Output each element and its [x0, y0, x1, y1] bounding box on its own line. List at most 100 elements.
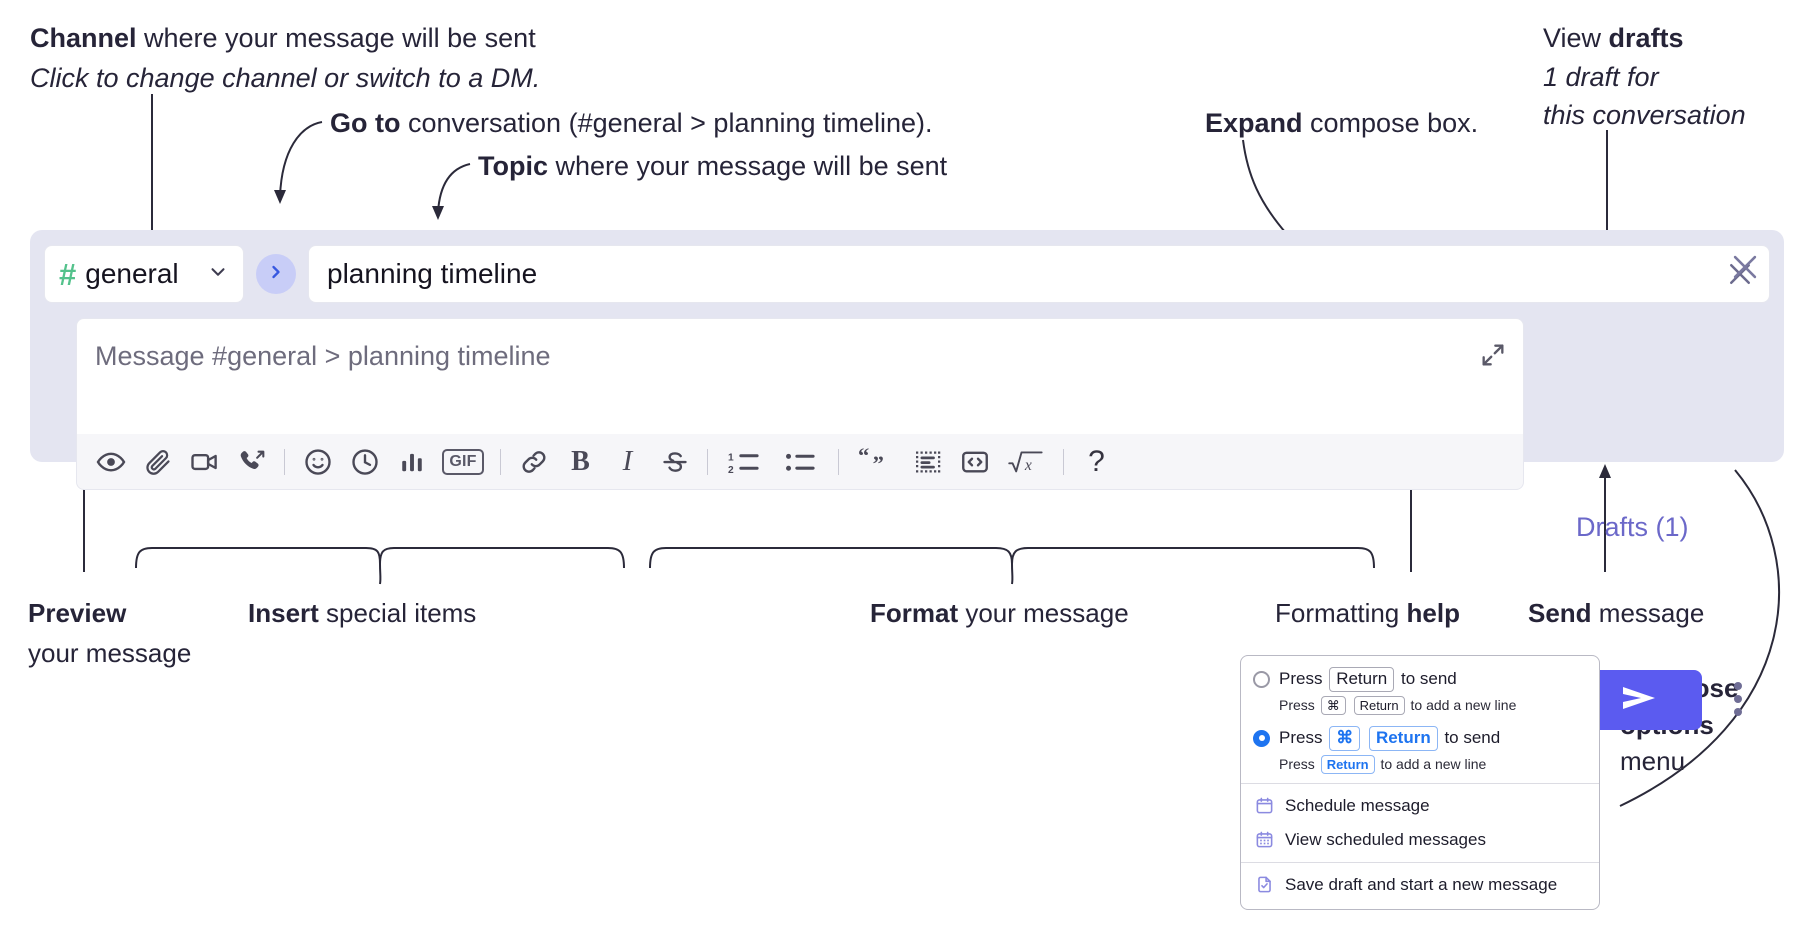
hash-icon: #: [59, 256, 77, 292]
svg-text:1: 1: [728, 452, 734, 463]
toolbar-divider: [1063, 448, 1064, 475]
to-send-word: to send: [1444, 727, 1501, 747]
compose-options-menu: Press Return to send Press ⌘ Return to a…: [1240, 655, 1600, 910]
calendar-grid-icon: [1255, 830, 1274, 849]
chevron-down-icon: [207, 261, 229, 288]
svg-text:x: x: [1024, 456, 1032, 473]
annotation-channel-rest: where your message will be sent: [136, 23, 536, 53]
kebab-dot: [1734, 682, 1742, 690]
annotation-format-rest: your message: [958, 598, 1129, 628]
menu-item-view-scheduled-messages[interactable]: View scheduled messages: [1241, 823, 1599, 857]
expand-icon[interactable]: [1479, 341, 1507, 374]
help-question-label: ?: [1088, 444, 1105, 478]
annotation-drafts-sub2: this conversation: [1543, 99, 1746, 130]
inline-code-icon[interactable]: [951, 440, 998, 484]
annotation-help-bold: help: [1406, 598, 1460, 628]
italic-icon[interactable]: I: [622, 445, 633, 477]
code-block-icon[interactable]: [904, 440, 951, 484]
menu-radio-option-return[interactable]: Press Return to send: [1253, 666, 1587, 692]
annotation-drafts-sub1: 1 draft for: [1543, 61, 1659, 92]
topic-input[interactable]: planning timeline: [308, 245, 1770, 303]
math-icon[interactable]: x: [998, 440, 1054, 484]
schedule-group: Schedule message View scheduled messages: [1241, 784, 1599, 862]
clock-icon[interactable]: [341, 440, 388, 484]
paperclip-icon[interactable]: [134, 440, 181, 484]
press-word: Press: [1279, 669, 1323, 688]
svg-text:“: “: [858, 447, 869, 468]
phone-forward-icon[interactable]: [228, 440, 275, 484]
subtext-tail: to add a new line: [1380, 755, 1487, 772]
topic-value: planning timeline: [327, 258, 538, 289]
message-input[interactable]: Message #general > planning timeline: [76, 318, 1524, 434]
calendar-icon: [1255, 796, 1274, 815]
annotation-format-bold: Format: [870, 598, 959, 628]
gif-icon[interactable]: GIF: [435, 440, 491, 484]
annotation-channel-sub: Click to change channel or switch to a D…: [30, 62, 541, 93]
svg-text:2: 2: [728, 464, 734, 475]
menu-radio-option-cmd-return[interactable]: Press ⌘ Return to send: [1253, 725, 1587, 751]
bulleted-list-icon[interactable]: [773, 440, 829, 484]
annotation-drafts-bold: drafts: [1608, 23, 1684, 53]
key-return: Return: [1329, 667, 1395, 692]
compose-box: # general planning timeline Message #gen…: [30, 230, 1784, 730]
bold-icon[interactable]: B: [571, 445, 590, 477]
channel-selector[interactable]: # general: [44, 245, 244, 303]
preview-icon[interactable]: [87, 440, 134, 484]
annotation-goto-rest: conversation (#general > planning timeli…: [400, 108, 933, 138]
compose-options-button[interactable]: [1734, 682, 1742, 716]
key-command: ⌘: [1329, 725, 1361, 751]
bar-chart-icon[interactable]: [388, 440, 435, 484]
annotation-goto-bold: Go to: [330, 108, 401, 138]
gif-label: GIF: [442, 448, 484, 475]
emoji-smiley-icon[interactable]: [294, 440, 341, 484]
annotation-drafts: View drafts 1 draft for this conversatio…: [1543, 22, 1746, 132]
chevron-right-icon: [266, 262, 286, 287]
drafts-link[interactable]: Drafts (1): [1576, 512, 1689, 542]
compose-header-row: # general planning timeline: [44, 244, 1770, 304]
annotation-expand-rest: compose box.: [1302, 108, 1479, 138]
draft-group: Save draft and start a new message: [1241, 863, 1599, 909]
annotation-expand-bold: Expand: [1205, 108, 1303, 138]
annotation-topic-rest: where your message will be sent: [548, 151, 948, 181]
send-shortcut-options: Press Return to send Press ⌘ Return to a…: [1241, 656, 1599, 783]
go-to-conversation-button[interactable]: [256, 254, 296, 294]
close-icon[interactable]: [1728, 250, 1762, 289]
kebab-dot: [1734, 695, 1742, 703]
annotation-help-pre: Formatting: [1275, 598, 1407, 628]
key-command: ⌘: [1320, 695, 1346, 716]
press-word: Press: [1279, 727, 1323, 747]
subtext-tail: to add a new line: [1410, 696, 1517, 713]
menu-option-subtext: Press Return to add a new line: [1279, 754, 1587, 775]
menu-item-label: Save draft and start a new message: [1285, 874, 1558, 894]
menu-divider: [1241, 861, 1599, 863]
send-paper-plane-icon: [1617, 681, 1661, 720]
menu-item-save-draft[interactable]: Save draft and start a new message: [1241, 868, 1599, 902]
blockquote-icon[interactable]: “”: [848, 440, 904, 484]
annotation-preview-bold: Preview: [28, 598, 127, 628]
toolbar-divider: [284, 448, 285, 475]
video-camera-icon[interactable]: [181, 440, 228, 484]
help-question-icon[interactable]: ?: [1073, 440, 1120, 484]
link-icon[interactable]: [510, 440, 557, 484]
annotation-topic-bold: Topic: [478, 151, 548, 181]
press-word: Press: [1279, 755, 1315, 772]
menu-item-schedule-message[interactable]: Schedule message: [1241, 789, 1599, 823]
radio-selected-icon[interactable]: [1253, 729, 1270, 747]
key-return: Return: [1353, 695, 1405, 716]
svg-text:”: ”: [873, 451, 884, 476]
annotation-send: Send message: [1528, 597, 1704, 630]
radio-unselected-icon[interactable]: [1253, 671, 1270, 688]
strikethrough-icon[interactable]: [651, 440, 698, 484]
to-send-word: to send: [1400, 669, 1457, 688]
annotation-insert-rest: special items: [318, 598, 477, 628]
annotation-preview-line2: your message: [28, 637, 192, 668]
key-return: Return: [1368, 725, 1438, 751]
annotation-insert: Insert special items: [248, 597, 476, 630]
annotation-goto: Go to conversation (#general > planning …: [330, 107, 933, 141]
key-return: Return: [1320, 754, 1375, 775]
kebab-dot: [1734, 708, 1742, 716]
menu-divider: [1241, 782, 1599, 784]
menu-item-label: View scheduled messages: [1285, 829, 1486, 849]
